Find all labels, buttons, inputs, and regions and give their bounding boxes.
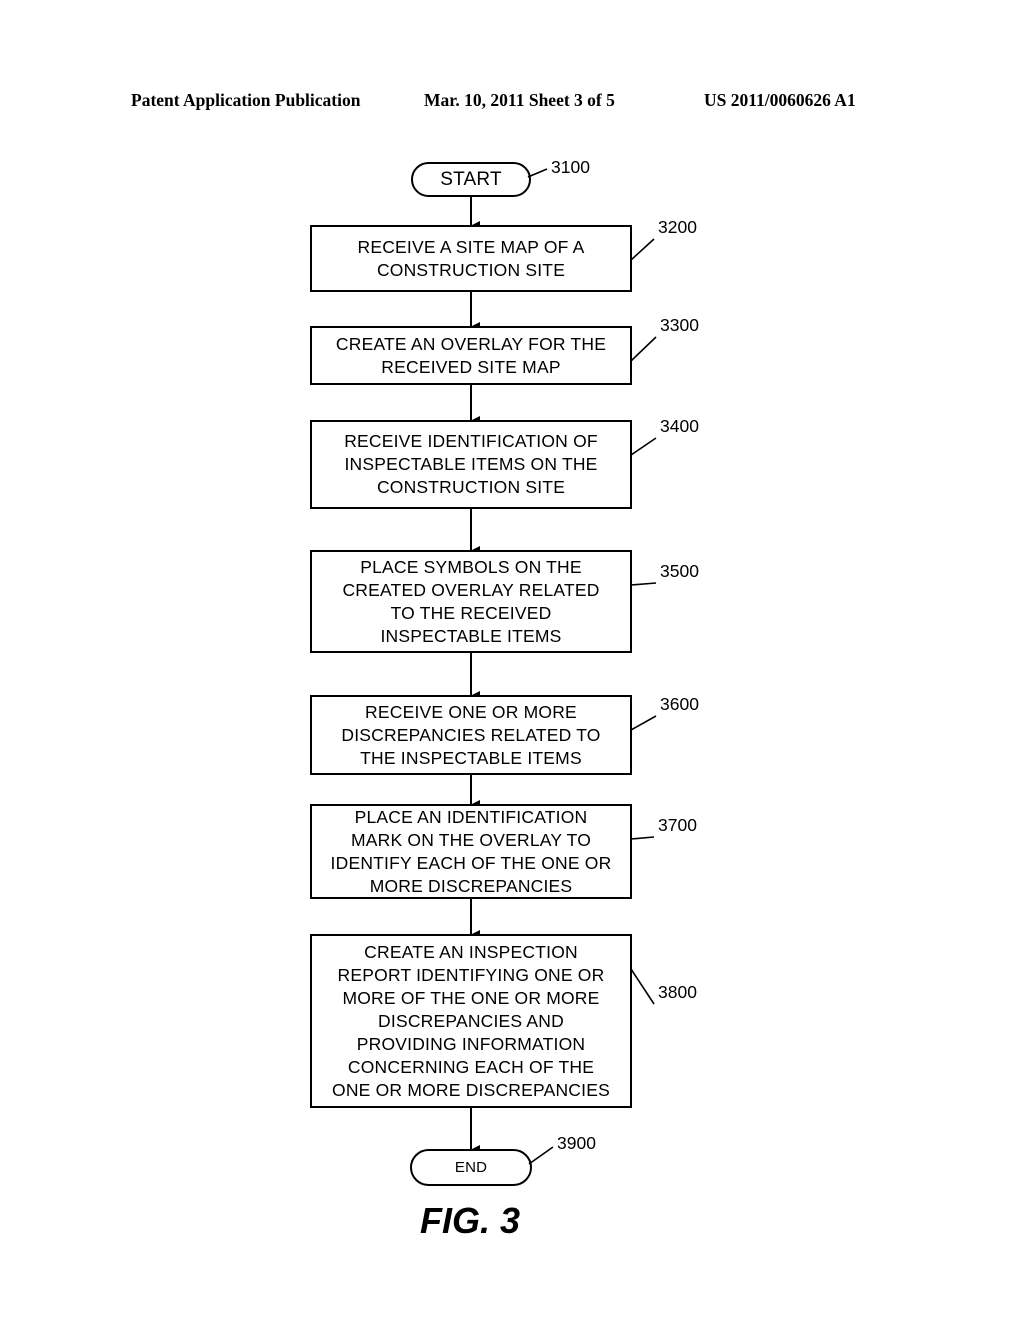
ref-leader-3700 [630, 836, 655, 840]
ref-number-3600: 3600 [660, 694, 699, 714]
process-line: THE INSPECTABLE ITEMS [360, 747, 582, 768]
process-line: CREATE AN OVERLAY FOR THE [335, 333, 607, 354]
ref-number-3300: 3300 [660, 315, 699, 335]
publication-number: US 2011/0060626 A1 [704, 90, 856, 110]
process-line: DISCREPANCIES RELATED TO [341, 724, 601, 745]
process-line: CREATE AN INSPECTION [364, 941, 578, 962]
end-terminator [410, 1149, 532, 1186]
process-line: RECEIVED SITE MAP [381, 356, 561, 377]
ref-leader-3500 [630, 582, 657, 586]
ref-number-3200: 3200 [658, 217, 697, 237]
process-line: MORE OF THE ONE OR MORE [342, 987, 600, 1008]
process-box-3600 [310, 695, 632, 775]
ref-leader-3600 [630, 715, 657, 731]
ref-number-3700: 3700 [658, 815, 697, 835]
start-ref-number: 3100 [551, 157, 590, 177]
start-ref-leader [527, 168, 548, 178]
process-line: PROVIDING INFORMATION [356, 1033, 586, 1054]
ref-number-3800: 3800 [658, 982, 697, 1002]
process-box-3300 [310, 326, 632, 385]
process-line: MARK ON THE OVERLAY TO [350, 829, 592, 850]
process-line: IDENTIFY EACH OF THE ONE OR [330, 852, 612, 873]
process-line: INSPECTABLE ITEMS ON THE [344, 454, 598, 474]
process-line: ONE OR MORE DISCREPANCIES [332, 1079, 610, 1100]
process-line: PLACE SYMBOLS ON THE [360, 556, 582, 577]
start-label: START [440, 169, 502, 190]
process-line: RECEIVE IDENTIFICATION OF [344, 431, 598, 451]
process-text-3400: RECEIVE IDENTIFICATION OF INSPECTABLE ITE… [311, 421, 631, 508]
end-ref-number: 3900 [557, 1133, 596, 1153]
ref-leader-3800 [630, 968, 655, 1005]
process-line: DISCREPANCIES AND [378, 1010, 564, 1031]
figure-label: FIG. 3 [419, 1200, 521, 1241]
process-box-3400 [310, 420, 632, 509]
ref-leader-3300 [630, 336, 657, 362]
process-box-3200 [310, 225, 632, 292]
process-line: CONSTRUCTION SITE [376, 477, 566, 497]
process-line: MORE DISCREPANCIES [369, 875, 573, 896]
process-line: RECEIVE ONE OR MORE [365, 701, 577, 722]
process-line: REPORT IDENTIFYING ONE OR [337, 964, 605, 985]
ref-number-3500: 3500 [660, 561, 699, 581]
process-line: PLACE AN IDENTIFICATION [354, 806, 588, 827]
end-ref-leader [528, 1146, 554, 1165]
process-box-3800 [310, 934, 632, 1108]
process-line: CONCERNING EACH OF THE [347, 1056, 595, 1077]
ref-number-3400: 3400 [660, 416, 699, 436]
process-line: RECEIVE A SITE MAP OF A [357, 236, 585, 257]
process-box-3700 [310, 804, 632, 899]
process-line: CREATED OVERLAY RELATED [342, 579, 600, 600]
process-line: INSPECTABLE ITEMS [380, 625, 562, 646]
process-line: CONSTRUCTION SITE [376, 259, 566, 280]
ref-leader-3400 [630, 437, 657, 456]
publication-type: Patent Application Publication [131, 90, 361, 110]
process-line: TO THE RECEIVED [390, 602, 552, 623]
ref-leader-3200 [630, 238, 655, 261]
publication-date-sheet: Mar. 10, 2011 Sheet 3 of 5 [424, 90, 615, 110]
process-box-3500 [310, 550, 632, 653]
page-header: Patent Application Publication Mar. 10, … [0, 88, 1024, 116]
end-label: END [454, 1159, 488, 1176]
